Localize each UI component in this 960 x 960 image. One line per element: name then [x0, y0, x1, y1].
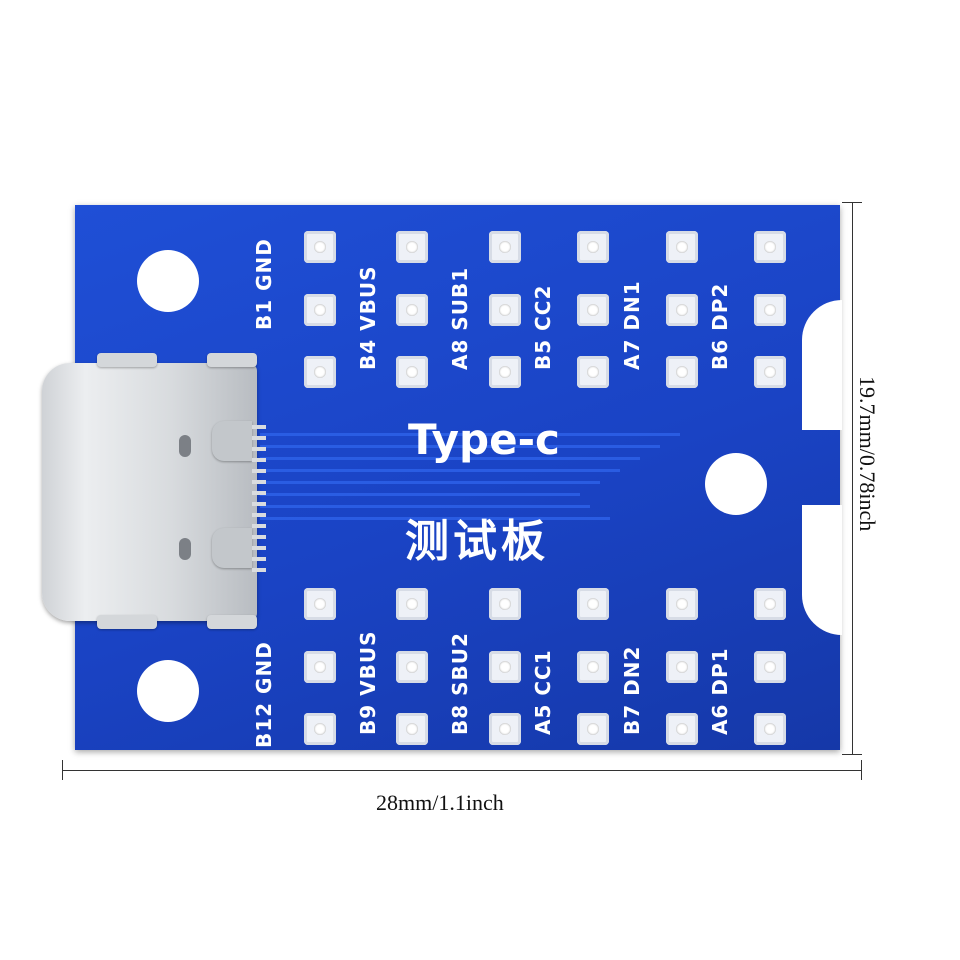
solder-pad [489, 231, 521, 263]
board-title: Type-c [408, 415, 560, 464]
connector-latch [212, 528, 252, 568]
connector-pin [252, 469, 266, 473]
connector-slot [179, 435, 191, 457]
connector-pin [252, 458, 266, 462]
solder-pad [577, 356, 609, 388]
pin-label-b4-vbus: B4 VBUS [356, 265, 380, 371]
board-notch-bottom [802, 505, 842, 635]
width-dimension-tick-left [62, 760, 63, 780]
solder-pad [396, 356, 428, 388]
pin-label-b1-gnd: B1 GND [252, 238, 276, 330]
connector-pin [252, 425, 266, 429]
connector-pin [252, 568, 266, 572]
pin-label-a8-sub1: A8 SUB1 [448, 266, 472, 370]
solder-pad [396, 713, 428, 745]
solder-pad [754, 294, 786, 326]
solder-pad [304, 651, 336, 683]
mounting-hole-bottom-left [137, 660, 199, 722]
connector-pin [252, 557, 266, 561]
connector-pin [252, 502, 266, 506]
connector-tab [207, 615, 257, 629]
solder-pad [577, 713, 609, 745]
mounting-hole-right [705, 453, 767, 515]
board-subtitle: 测试板 [405, 516, 549, 567]
connector-tab [207, 353, 257, 367]
solder-pad [666, 651, 698, 683]
solder-pad [489, 294, 521, 326]
height-dimension-tick-top [842, 202, 862, 203]
solder-pad [666, 588, 698, 620]
solder-pad [577, 588, 609, 620]
solder-pad [489, 588, 521, 620]
solder-pad [396, 588, 428, 620]
solder-pad [396, 294, 428, 326]
solder-pad [754, 713, 786, 745]
solder-pad [304, 356, 336, 388]
solder-pad [754, 356, 786, 388]
trace [260, 517, 610, 520]
solder-pad [754, 588, 786, 620]
width-dimension-line [62, 770, 862, 771]
connector-pin [252, 491, 266, 495]
pin-label-b6-dp2: B6 DP2 [708, 282, 732, 370]
solder-pad [577, 231, 609, 263]
solder-pad [666, 713, 698, 745]
pin-label-b12-gnd: B12 GND [252, 641, 276, 748]
solder-pad [666, 294, 698, 326]
trace [260, 469, 620, 472]
solder-pad [489, 651, 521, 683]
connector-tab [97, 615, 157, 629]
usb-c-connector [42, 353, 257, 629]
mounting-hole-top-left [137, 250, 199, 312]
pin-label-a5-cc1: A5 CC1 [531, 649, 555, 735]
solder-pad [577, 294, 609, 326]
trace [260, 445, 660, 448]
connector-pin [252, 513, 266, 517]
solder-pad [577, 651, 609, 683]
connector-slot [179, 538, 191, 560]
board-notch-top [802, 300, 842, 430]
solder-pad [754, 651, 786, 683]
solder-pad [304, 231, 336, 263]
pin-label-b8-sbu2: B8 SBU2 [448, 632, 472, 735]
solder-pad [304, 294, 336, 326]
solder-pad [754, 231, 786, 263]
width-dimension-tick-right [861, 760, 862, 780]
connector-tab [97, 353, 157, 367]
connector-pin [252, 546, 266, 550]
height-dimension-label: 19.7mm/0.78inch [855, 376, 880, 532]
connector-pin [252, 436, 266, 440]
pin-label-b9-vbus: B9 VBUS [356, 630, 380, 736]
height-dimension-line [852, 202, 853, 754]
connector-latch [212, 421, 252, 461]
connector-pin [252, 535, 266, 539]
pin-label-a7-dn1: A7 DN1 [620, 280, 644, 370]
trace [260, 481, 600, 484]
height-dimension-tick-bottom [842, 754, 862, 755]
solder-pad [304, 713, 336, 745]
solder-pad [489, 713, 521, 745]
solder-pad [304, 588, 336, 620]
connector-pin [252, 447, 266, 451]
pin-label-a6-dp1: A6 DP1 [708, 647, 732, 735]
solder-pad [666, 231, 698, 263]
connector-pin [252, 480, 266, 484]
pin-label-b7-dn2: B7 DN2 [620, 645, 644, 735]
solder-pad [396, 651, 428, 683]
width-dimension-label: 28mm/1.1inch [376, 790, 504, 815]
pin-label-b5-cc2: B5 CC2 [531, 284, 555, 370]
trace [260, 505, 590, 508]
solder-pad [666, 356, 698, 388]
trace [260, 433, 680, 436]
trace [260, 493, 580, 496]
connector-pin [252, 524, 266, 528]
trace [260, 457, 640, 460]
solder-pad [489, 356, 521, 388]
solder-pad [396, 231, 428, 263]
